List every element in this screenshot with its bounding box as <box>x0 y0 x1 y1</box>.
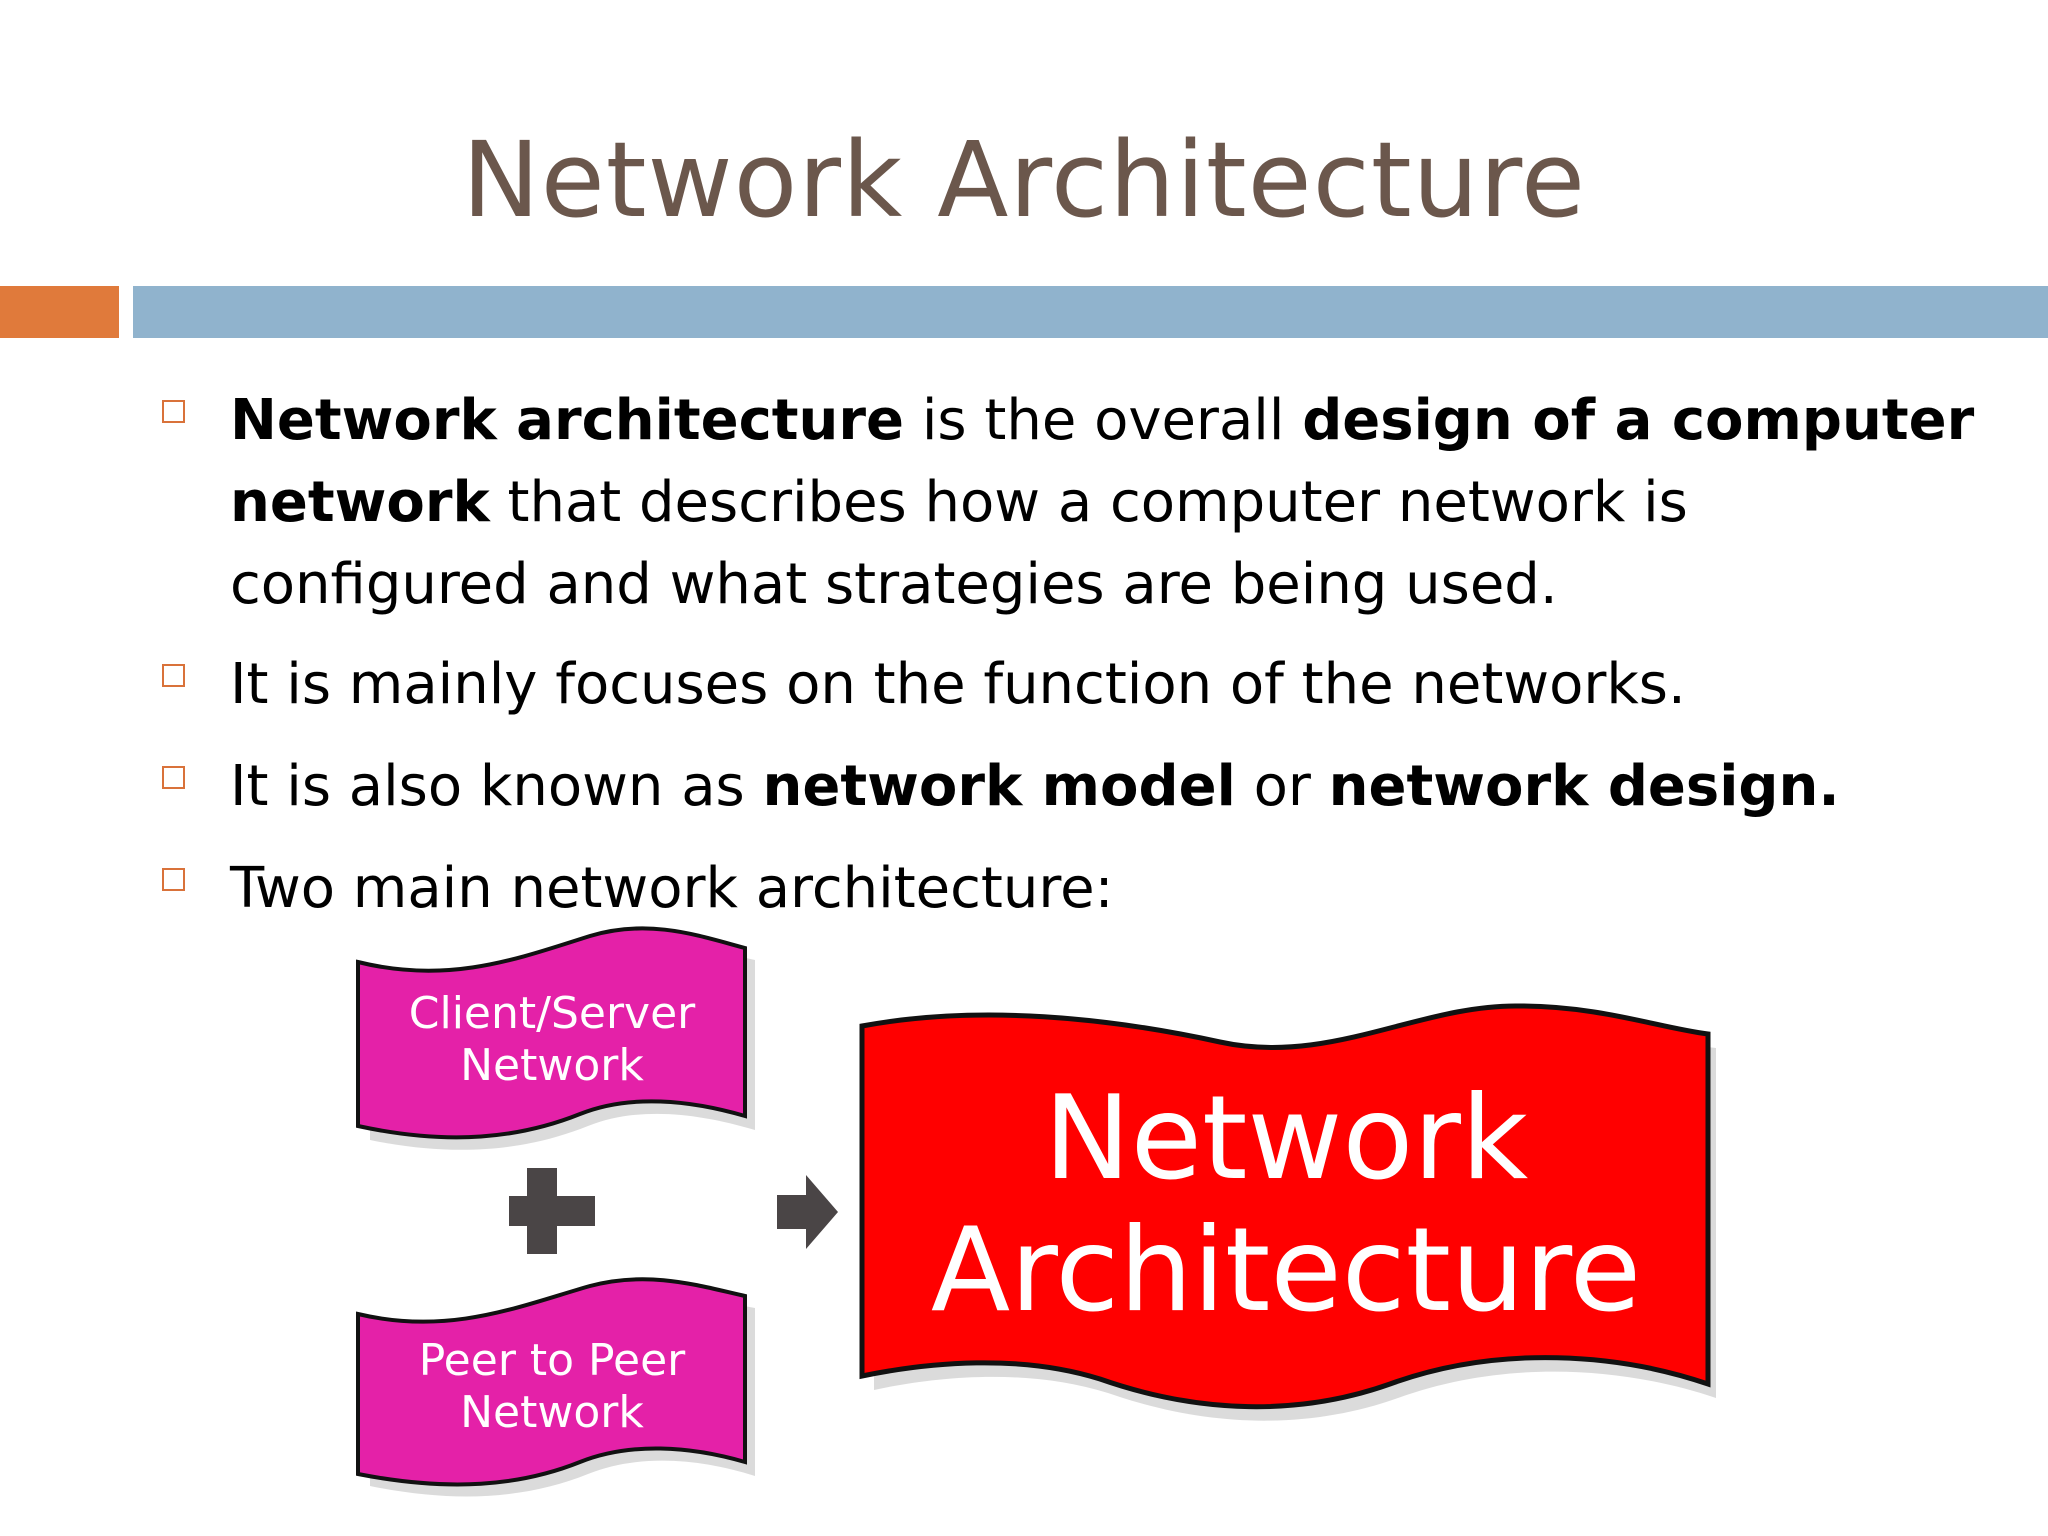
client-server-label-line1: Client/Server <box>409 988 696 1039</box>
bullet-3-part-4: network design. <box>1328 754 1840 819</box>
bullet-3-part-3: or <box>1235 754 1329 819</box>
peer-to-peer-label-line1: Peer to Peer <box>419 1335 686 1386</box>
title-accent-bar-orange <box>0 286 119 338</box>
slide-title: Network Architecture <box>462 119 1586 241</box>
bullet-1-part-4: that describes how a computer network is… <box>230 470 1688 617</box>
bullet-text-1: Network architecture is the overall desi… <box>230 380 1980 626</box>
arrow-right-icon <box>777 1175 838 1249</box>
bullet-1-part-2: is the overall <box>904 388 1303 453</box>
bullet-marker-icon <box>162 664 185 687</box>
client-server-banner <box>356 926 747 1140</box>
bullet-1-part-3: design of a computer network <box>230 388 1975 535</box>
bullet-text-2: It is mainly focuses on the function of … <box>230 644 1980 726</box>
bullet-1-part-1: Network architecture <box>230 388 905 453</box>
bullet-3-part-2: network model <box>762 754 1236 819</box>
peer-to-peer-banner <box>356 1277 747 1487</box>
bullet-marker-icon <box>162 766 185 789</box>
network-architecture-banner <box>859 1003 1711 1410</box>
bullet-marker-icon <box>162 868 185 891</box>
network-architecture-label-line1: Network <box>1044 1071 1528 1206</box>
bullet-2-part-1: It is mainly focuses on the function of … <box>230 652 1686 717</box>
plus-icon <box>509 1168 595 1254</box>
client-server-label-line2: Network <box>460 1040 644 1091</box>
peer-to-peer-label-line2: Network <box>460 1387 644 1438</box>
bullet-text-4: Two main network architecture: <box>230 848 1980 930</box>
network-architecture-label-line2: Architecture <box>931 1203 1641 1338</box>
bullet-3-part-1: It is also known as <box>230 754 763 819</box>
bullet-text-3: It is also known as network model or net… <box>230 746 1980 828</box>
bullet-4-part-1: Two main network architecture: <box>230 856 1114 921</box>
bullet-marker-icon <box>162 400 185 423</box>
title-accent-bar-blue <box>133 286 2048 338</box>
